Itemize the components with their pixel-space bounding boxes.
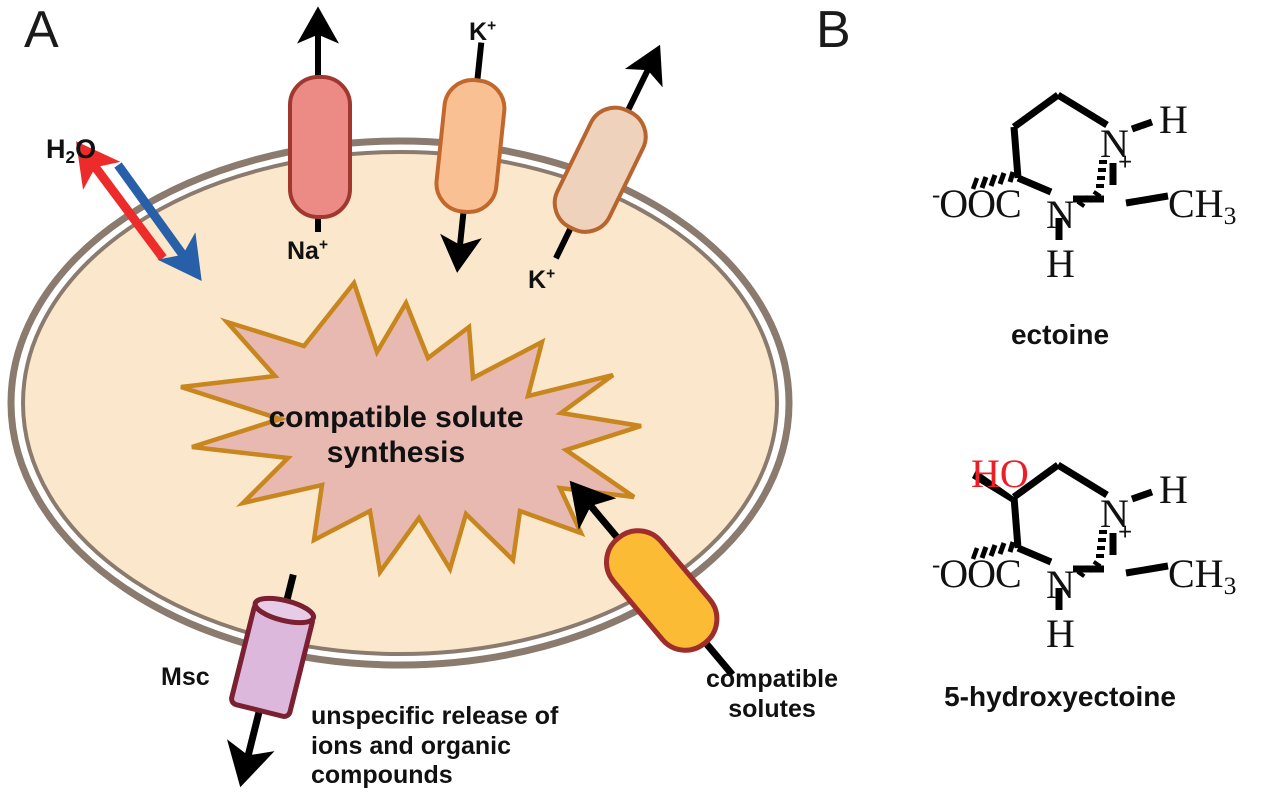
ectoine-bond-c2-ch3 [1125,192,1169,207]
water-influx-arrow [114,162,202,281]
sodium-charge: + [318,236,329,254]
hydroxyectoine-nitrogen-bottom-hydrogen: H [1046,611,1075,656]
panel-label-b: B [816,1,851,59]
hydroxyectoine-bond-c6-n1 [1056,462,1109,498]
hydroxyectoine-bond-n1-h [1130,488,1154,503]
water-efflux-arrow [76,141,167,261]
water-label-subscript: 2 [65,147,76,167]
hydroxyectoine-nitrogen-top: N [1100,491,1129,536]
ectoine-methyl-subscript: 3 [1223,201,1237,230]
ectoine-bond-c4-c5 [1010,126,1022,179]
sodium-ion-label: Na+ [287,236,329,265]
hydroxyectoine-bond-c5-c6 [1011,462,1061,500]
ectoine-bond-c5-c6 [1011,92,1061,130]
hydroxyectoine-nitrogen-bottom: N [1046,562,1075,607]
hydroxyectoine-structure [1010,462,1169,610]
potassium-influx-channel[interactable] [430,39,512,273]
panel-label-a: A [24,1,59,59]
compatible-solutes-label: compatible solutes [706,665,838,723]
potassium-efflux-channel[interactable] [531,44,678,272]
msc-label: Msc [161,663,210,691]
water-label: H2O [46,134,97,167]
compatible-solute-synthesis-burst [180,278,642,578]
msc-release-note: unspecific release of ions and organic c… [311,702,559,789]
water-exchange-arrows [76,141,202,281]
hydroxyectoine-delocalized-bond [1076,530,1107,578]
ectoine-nitrogen-bottom-hydrogen: H [1046,241,1075,286]
ectoine-nitrogen-top-hydrogen: H [1159,97,1188,142]
ectoine-delocalized-bond [1076,160,1107,208]
ectoine-nitrogen-top: N [1100,121,1129,166]
ectoine-nitrogen-bottom: N [1046,192,1075,237]
ectoine-positive-charge: + [1118,149,1133,176]
ectoine-bond-n3-c4 [1016,174,1053,196]
potassium-influx-charge: + [487,17,497,35]
msc-cylinder-top [252,595,317,626]
hydroxyectoine-carboxylate-label: -OOC [932,551,1022,596]
hydroxyectoine-bond-c4-c5 [1010,496,1022,549]
hydroxyectoine-carboxylate-charge: - [932,551,940,579]
hydroxyectoine-caption: 5-hydroxyectoine [944,681,1176,712]
potassium-efflux-label: K+ [528,265,556,294]
hydroxyectoine-solid-wedge [972,470,1016,505]
ectoine-carboxylate-label: -OOC [932,181,1022,226]
solute-transporter-body[interactable] [594,518,729,662]
potassium-influx-label: K+ [469,17,497,46]
potassium-efflux-charge: + [546,265,556,283]
potassium-efflux-body[interactable] [546,99,655,241]
hydroxyectoine-positive-charge: + [1118,519,1133,546]
ectoine-structure [1010,92,1169,240]
hydroxyectoine-bond-c2-ch3 [1125,562,1169,577]
ectoine-bond-c6-n1 [1056,92,1109,128]
hydroxyectoine-bond-n3-c4 [1016,544,1053,566]
hydroxyectoine-hydroxyl-group: HO [971,451,1029,496]
compatible-solute-transporter[interactable] [562,480,756,695]
msc-outward-arrow [226,703,275,788]
hydroxyectoine-hashed-wedge [970,541,1016,560]
ectoine-carboxylate-charge: - [932,181,940,209]
ectoine-hashed-wedge [970,171,1016,190]
sodium-channel-body[interactable] [288,75,352,219]
ectoine-methyl-group: CH3 [1168,181,1237,230]
msc-channel[interactable] [217,567,322,788]
sodium-efflux-channel[interactable] [288,6,352,232]
ectoine-bond-n1-h [1130,118,1154,133]
potassium-influx-body[interactable] [434,77,507,215]
synthesis-burst-label: compatible solute synthesis [268,401,524,470]
hydroxyectoine-methyl-group: CH3 [1168,551,1237,600]
cell-membrane-outer [7,137,793,669]
hydroxyectoine-methyl-subscript: 3 [1223,571,1237,600]
hydroxyectoine-nitrogen-top-hydrogen: H [1159,467,1188,512]
burst-shape [180,278,642,578]
ectoine-caption: ectoine [1010,319,1110,350]
